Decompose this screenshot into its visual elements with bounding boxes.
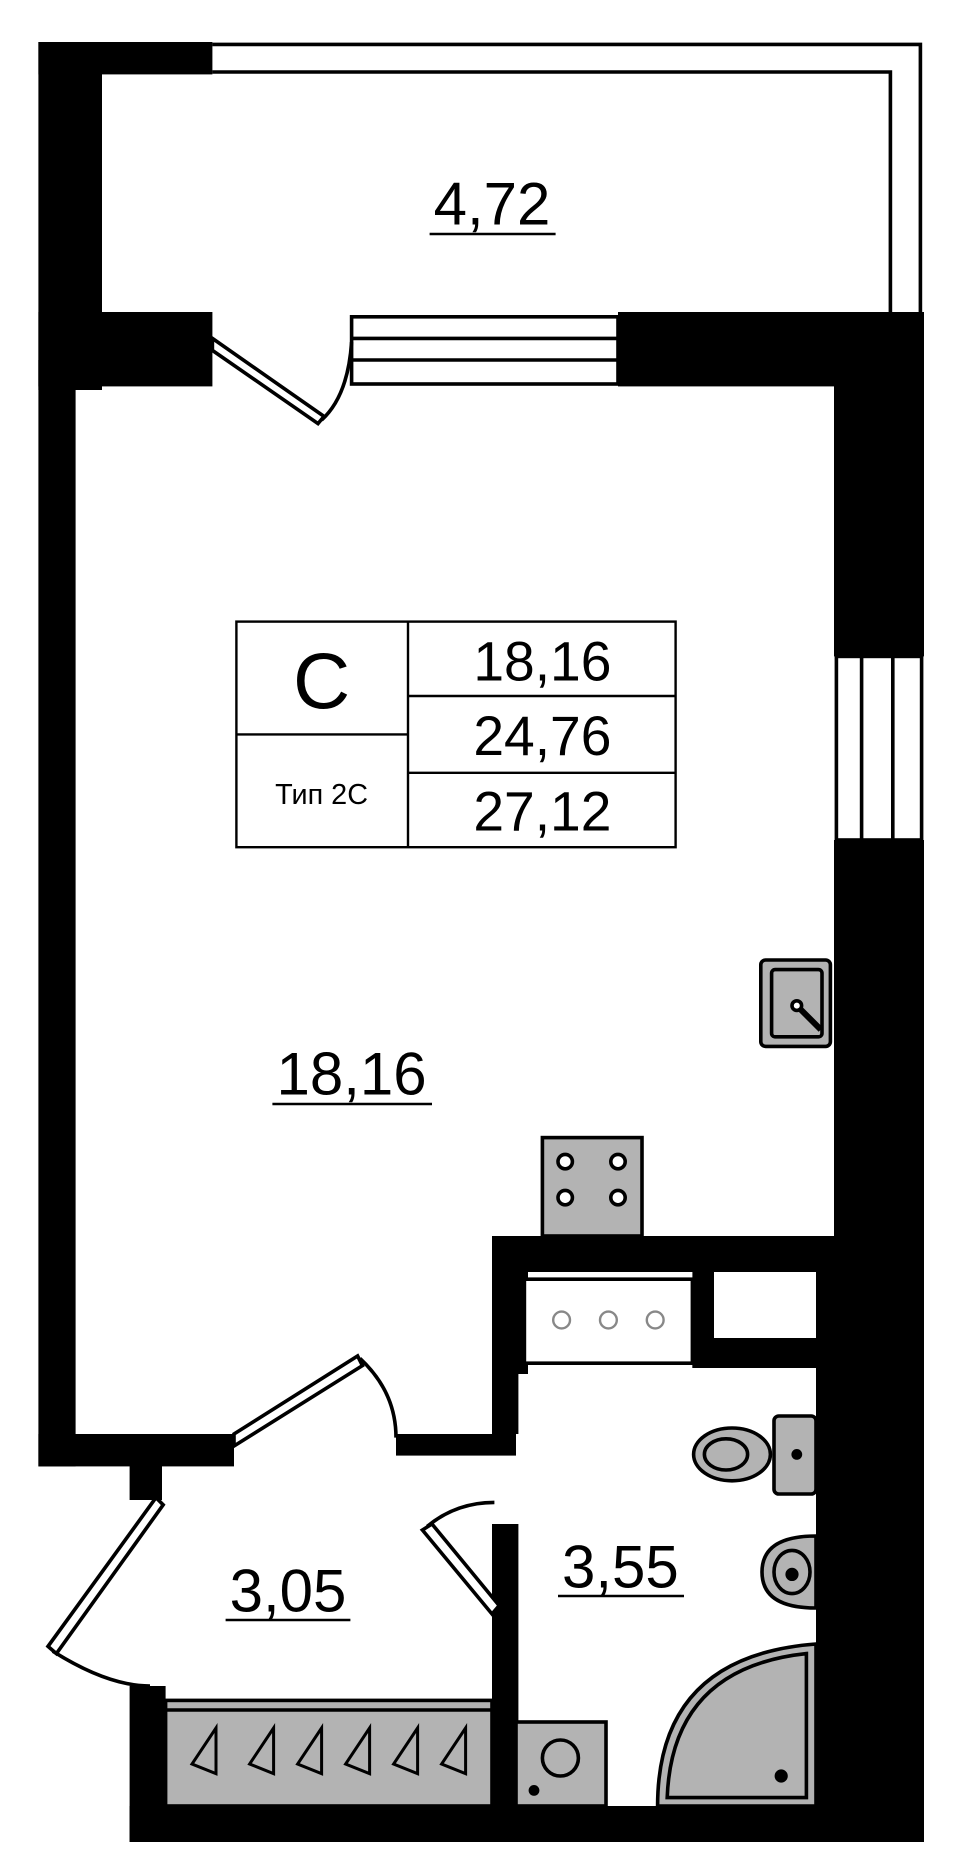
room-door <box>232 1353 398 1450</box>
washing-machine-icon <box>514 1720 608 1808</box>
shower-icon <box>655 1642 818 1808</box>
total-with-balcony-value: 27,12 <box>473 780 611 842</box>
stove-icon <box>540 1135 644 1238</box>
walls <box>38 42 925 1842</box>
apartment-type-letter: С <box>293 636 350 725</box>
hallway-area: 3,05 <box>230 1558 347 1625</box>
window-balcony <box>349 315 620 386</box>
balcony-door <box>210 334 354 427</box>
bathroom-sink-icon <box>760 1534 818 1610</box>
total-area-value: 24,76 <box>473 705 611 767</box>
balcony-area: 4,72 <box>434 170 551 237</box>
kitchen-sink-icon <box>759 958 833 1049</box>
room-label-hallway: 3,05 <box>225 1558 351 1625</box>
living-area-value: 18,16 <box>473 630 611 692</box>
apartment-info-table <box>235 620 677 849</box>
washbasin-counter-icon <box>522 1277 695 1365</box>
balcony-railing <box>212 42 923 315</box>
toilet-icon <box>691 1414 818 1496</box>
living-room-area: 18,16 <box>277 1040 427 1107</box>
room-label-bathroom: 3,55 <box>558 1534 684 1601</box>
window-right <box>834 654 924 842</box>
apartment-type-name: Тип 2С <box>275 779 368 811</box>
bathroom-area: 3,55 <box>562 1534 679 1601</box>
room-label-living: 18,16 <box>272 1040 432 1107</box>
room-label-balcony: 4,72 <box>429 170 556 237</box>
entrance-door <box>45 1494 166 1688</box>
wardrobe-icon <box>163 1698 494 1808</box>
bathroom-door <box>419 1500 502 1617</box>
